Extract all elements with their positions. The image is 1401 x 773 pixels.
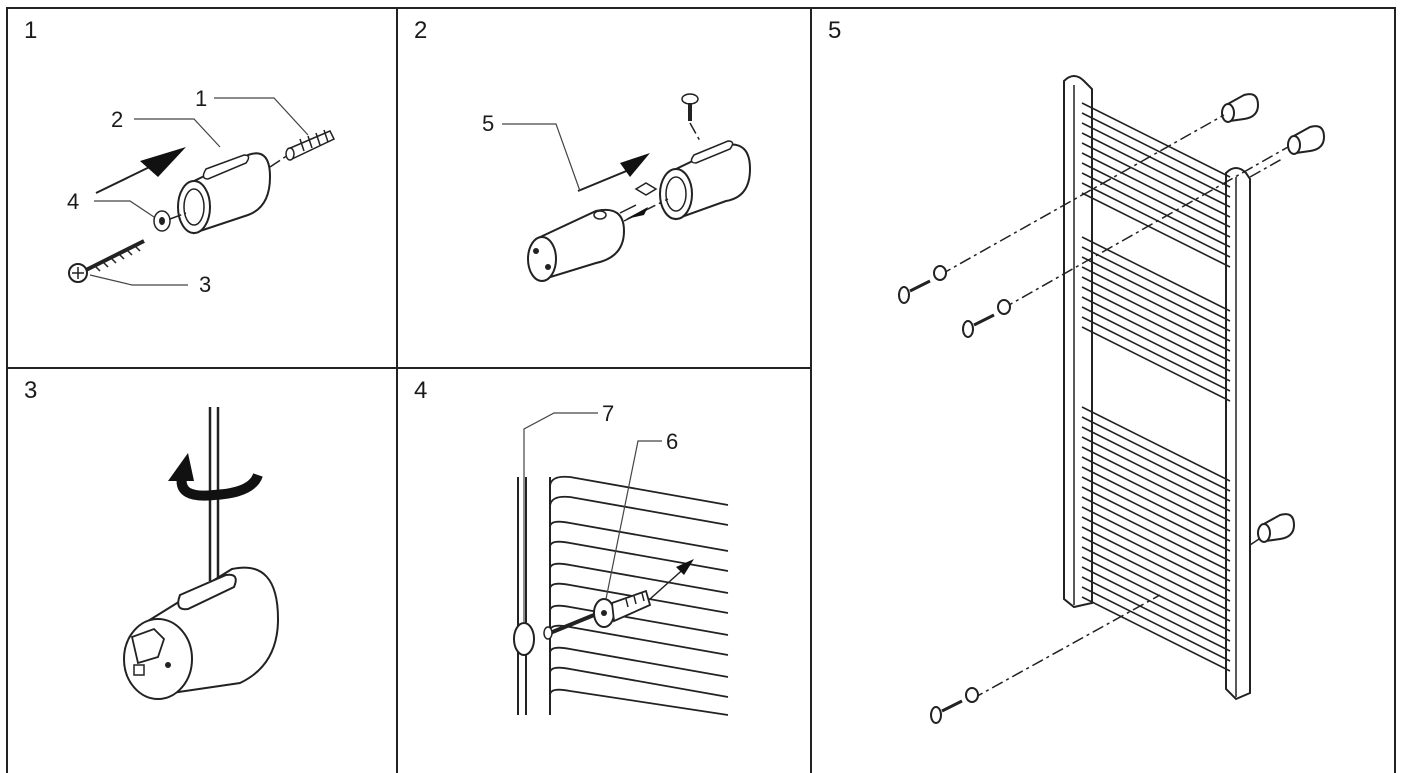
adapter-part (123, 566, 280, 700)
step-number: 4 (414, 377, 428, 404)
arrow-icon (140, 147, 186, 177)
screw-set (898, 265, 947, 304)
rotate-icon (176, 472, 263, 501)
cover-cap-part (513, 622, 535, 656)
screw-part (549, 613, 595, 635)
wall-bracket (1257, 513, 1296, 543)
arrow-icon (620, 153, 650, 177)
callout-label: 3 (199, 272, 211, 297)
step-number: 3 (24, 377, 38, 404)
radiator-fragment (517, 475, 729, 716)
step-4-illustration: 7 6 (513, 401, 729, 716)
sleeve-part (659, 140, 752, 221)
adapter-part (527, 209, 626, 282)
sleeve-part (177, 152, 272, 235)
wall-bracket (1287, 125, 1326, 155)
screw-part (68, 239, 145, 283)
callout-label: 1 (195, 86, 207, 111)
screw-part (681, 93, 699, 121)
callout-label: 4 (67, 189, 79, 214)
step-4-panel: 4 (398, 369, 812, 773)
callout-label: 6 (666, 429, 678, 454)
step-number: 2 (414, 17, 428, 44)
screw-set (930, 687, 979, 724)
step-3-illustration (123, 407, 280, 700)
step-1-panel: 1 (8, 9, 398, 369)
step-1-illustration: 1 2 4 3 (67, 86, 336, 297)
nut-part (634, 182, 658, 196)
step-number: 5 (828, 17, 842, 44)
wall-plug-part (285, 129, 336, 161)
screw-set (962, 299, 1011, 338)
callout-label: 5 (482, 111, 494, 136)
callout-label: 7 (602, 401, 614, 426)
step-5-illustration (898, 75, 1326, 724)
step-3-panel: 3 (8, 369, 398, 773)
wall-bracket (1221, 93, 1260, 123)
bracket-part (593, 589, 652, 628)
step-2-illustration: 5 (482, 93, 752, 282)
step-2-panel: 2 (398, 9, 812, 369)
towel-radiator (1063, 75, 1251, 701)
callout-label: 2 (111, 107, 123, 132)
step-number: 1 (24, 17, 38, 44)
step-5-panel: 5 (812, 9, 1394, 773)
instruction-grid: 1 (6, 7, 1396, 773)
